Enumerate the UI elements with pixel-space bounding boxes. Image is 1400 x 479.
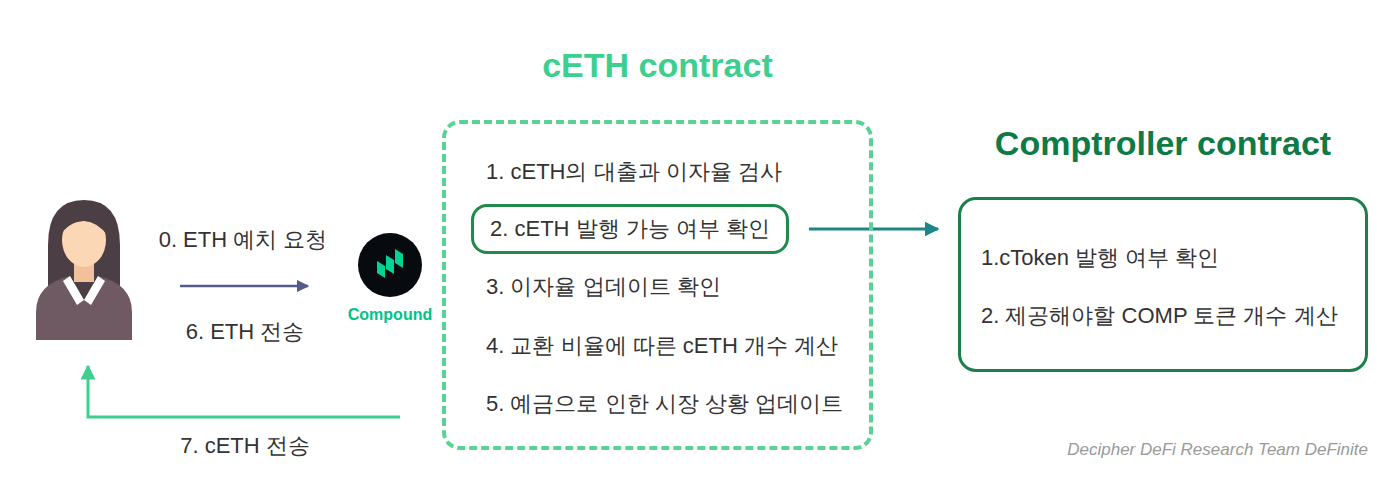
box-title: cETH contract (542, 44, 773, 86)
watermark: Decipher DeFi Research Team DeFinite (1067, 438, 1368, 461)
box-title: Comptroller contract (995, 122, 1331, 164)
deposit-arrow (180, 285, 308, 288)
step-text: 1. cETH의 대출과 이자율 검사 (486, 158, 782, 186)
flow-arrow (809, 228, 938, 231)
contract-box: cETH contract1. cETH의 대출과 이자율 검사3. 이자율 업… (442, 120, 873, 450)
step-text: 4. 교환 비율에 따른 cETH 개수 계산 (486, 332, 838, 360)
compound-logo (358, 233, 422, 297)
arrow-label: 6. ETH 전송 (186, 318, 305, 346)
step-text: 3. 이자율 업데이트 확인 (486, 273, 721, 301)
return-arrow (88, 366, 400, 417)
brand-name: Compound (348, 304, 432, 326)
step-text: 2. 제공해야할 COMP 토큰 개수 계산 (981, 302, 1338, 330)
arrow-label: 7. cETH 전송 (180, 432, 310, 460)
highlight-box: 2. cETH 발행 가능 여부 확인 (471, 204, 789, 254)
arrow-label: 0. ETH 예치 요청 (159, 226, 328, 254)
step-text: 2. cETH 발행 가능 여부 확인 (490, 215, 770, 243)
user-icon (36, 200, 132, 340)
step-text: 5. 예금으로 인한 시장 상황 업데이트 (486, 390, 843, 418)
step-text: 1.cToken 발행 여부 확인 (981, 244, 1219, 272)
contract-box: Comptroller contract1.cToken 발행 여부 확인2. … (958, 197, 1368, 372)
